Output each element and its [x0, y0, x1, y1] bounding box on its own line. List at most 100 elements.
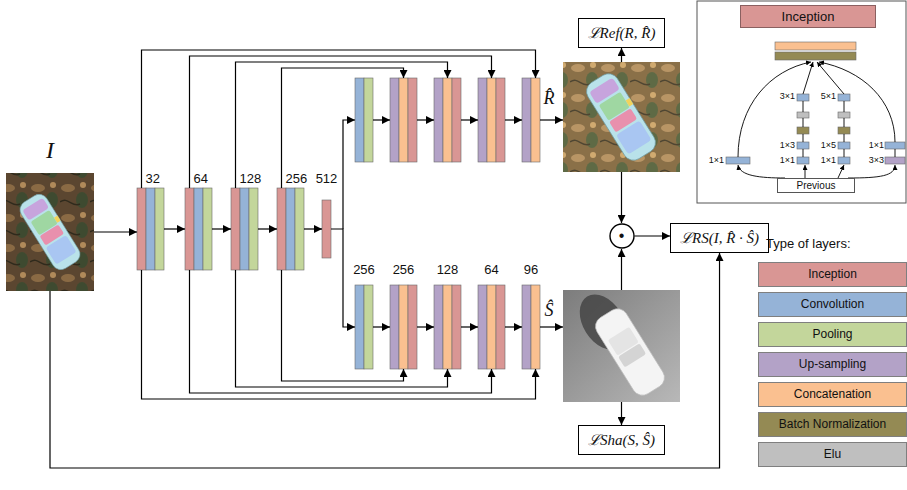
layer-bar — [522, 78, 531, 162]
layer-block — [797, 94, 809, 101]
node-text: • — [609, 223, 635, 249]
connector — [621, 172, 622, 223]
node-heading: 256 — [286, 171, 316, 186]
skip-wire — [282, 68, 404, 188]
layer-bar — [496, 78, 505, 162]
legend-text: Elu — [759, 443, 906, 466]
layer-bar — [295, 188, 304, 270]
node-heading: 512 — [307, 171, 347, 186]
kernel-size: 1×1 — [864, 140, 884, 150]
inset-wire — [738, 165, 785, 178]
node-heading: Ŝ — [538, 300, 560, 320]
layer-bar — [775, 42, 856, 50]
wire — [505, 119, 522, 120]
connector — [164, 228, 185, 229]
layer-bar — [137, 188, 146, 270]
connector — [142, 270, 536, 399]
node-text: ℒSha(S, Ŝ) — [588, 431, 655, 449]
layer-bar — [399, 285, 408, 369]
encoder-stage: 32 — [137, 188, 164, 270]
inset-wire — [838, 165, 844, 178]
node-text: ℒRef(R, R̂) — [588, 24, 656, 42]
skip-wire — [142, 50, 536, 188]
layer-bar — [775, 52, 856, 60]
operator-circle — [610, 224, 634, 248]
inset-wire — [738, 62, 811, 157]
connector — [190, 270, 492, 393]
kernel-size: 1×5 — [816, 140, 836, 150]
reflectance-photo — [563, 62, 680, 172]
layer-bar — [408, 285, 417, 369]
layer-bar — [478, 285, 487, 369]
node-heading: 128 — [240, 171, 270, 186]
connector — [236, 270, 448, 387]
node-heading: 64 — [472, 262, 512, 277]
layer-block — [797, 112, 809, 118]
label-anchor: Type of layers: — [766, 236, 906, 252]
loss-box: ℒSha(S, Ŝ) — [578, 425, 665, 455]
wire — [540, 119, 563, 120]
connector — [304, 228, 322, 229]
layer-block — [797, 127, 809, 134]
inset-wire — [817, 62, 844, 94]
layer-bar — [522, 285, 531, 369]
connector — [505, 326, 522, 327]
encoder-stage: 256 — [277, 188, 304, 270]
layer-bar — [277, 188, 286, 270]
layer-bar — [531, 78, 540, 162]
legend-swatch: Batch Normalization — [758, 412, 907, 437]
inset-wire — [803, 101, 895, 157]
encoder-stage: 64 — [185, 188, 212, 270]
inset-wire — [803, 62, 813, 94]
connector — [212, 228, 231, 229]
label-anchor: 1×1 — [816, 155, 836, 165]
layer-block — [885, 142, 905, 149]
decoder-stage: 256 — [390, 285, 417, 369]
legend-text: Up-sampling — [759, 353, 906, 376]
connector — [635, 235, 671, 236]
node-text: Previous — [778, 179, 854, 192]
kernel-size: 1×3 — [775, 140, 795, 150]
layer-bar — [249, 188, 258, 270]
connector — [540, 326, 563, 327]
legend-swatch: Inception — [758, 262, 907, 287]
label-anchor: 1×1 — [702, 155, 724, 165]
layer-bar — [355, 285, 364, 369]
layer-bar — [185, 188, 194, 270]
shading-image: Ŝ — [563, 290, 680, 402]
connector — [373, 326, 390, 327]
node-heading: R̂ — [538, 88, 560, 108]
reflectance-image: R̂ — [563, 62, 680, 172]
car-figure — [17, 191, 84, 273]
inset-wire — [848, 165, 895, 178]
inset-wire — [819, 62, 895, 142]
connector — [417, 326, 434, 327]
layer-block — [726, 157, 750, 164]
label-anchor: 3×1 — [775, 91, 795, 101]
previous-box: Previous — [777, 178, 855, 193]
connector — [621, 48, 622, 62]
decoder-stage: 256 — [355, 285, 373, 369]
node-heading: 64 — [194, 171, 224, 186]
layer-bar — [355, 78, 364, 162]
layer-bar — [390, 78, 399, 162]
connector — [461, 326, 478, 327]
kernel-size: 3×3 — [864, 155, 884, 165]
legend-text: Concatenation — [759, 383, 906, 406]
layer-bar — [240, 188, 249, 270]
wire — [373, 119, 390, 120]
layer-bar — [203, 188, 212, 270]
node-heading: 256 — [384, 262, 424, 277]
connector — [50, 253, 720, 468]
wire — [461, 119, 478, 120]
layer-bar — [155, 188, 164, 270]
legend-text: Convolution — [759, 293, 906, 316]
label-anchor: 1×1 — [864, 140, 884, 150]
connector — [258, 228, 277, 229]
loss-box: ℒRS(I, R̂ · Ŝ) — [670, 223, 769, 253]
layer-bar — [478, 78, 487, 162]
label-anchor: 1×3 — [775, 140, 795, 150]
layer-block — [797, 142, 809, 149]
node-heading: 128 — [428, 262, 468, 277]
legend-swatch: Elu — [758, 442, 907, 467]
